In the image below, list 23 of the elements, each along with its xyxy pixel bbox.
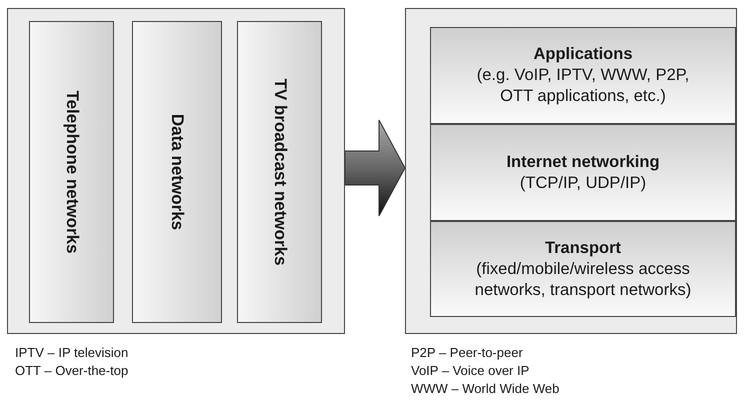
layer-title: Transport bbox=[544, 238, 622, 258]
abbreviation-note: IPTV – IP television bbox=[15, 345, 128, 360]
network-column bbox=[237, 21, 322, 323]
column-label: TV broadcast networks bbox=[270, 78, 290, 266]
column-label: Data networks bbox=[167, 114, 187, 230]
layer-title: Applications bbox=[533, 44, 632, 65]
layer-box bbox=[430, 221, 736, 317]
column-label: Telephone networks bbox=[62, 90, 82, 254]
network-column bbox=[29, 21, 114, 323]
layer-description: (TCP/IP, UDP/IP) bbox=[520, 172, 646, 194]
layer-description: (fixed/mobile/wireless access networks, transport networks) bbox=[474, 258, 692, 300]
layer-description: (e.g. VoIP, IPTV, WWW, P2P, OTT applications, etc.) bbox=[476, 65, 690, 107]
layer-title: Internet networking bbox=[506, 152, 660, 172]
abbreviation-note: WWW – World Wide Web bbox=[411, 381, 560, 396]
network-column bbox=[132, 21, 222, 323]
group-panel bbox=[7, 8, 345, 334]
block-arrow bbox=[344, 120, 406, 216]
abbreviation-note: VoIP – Voice over IP bbox=[411, 363, 530, 378]
abbreviation-note: OTT – Over-the-top bbox=[15, 363, 128, 378]
group-panel bbox=[405, 8, 737, 334]
abbreviation-note: P2P – Peer-to-peer bbox=[411, 345, 523, 360]
layer-box bbox=[430, 124, 736, 221]
layer-box bbox=[430, 27, 736, 124]
